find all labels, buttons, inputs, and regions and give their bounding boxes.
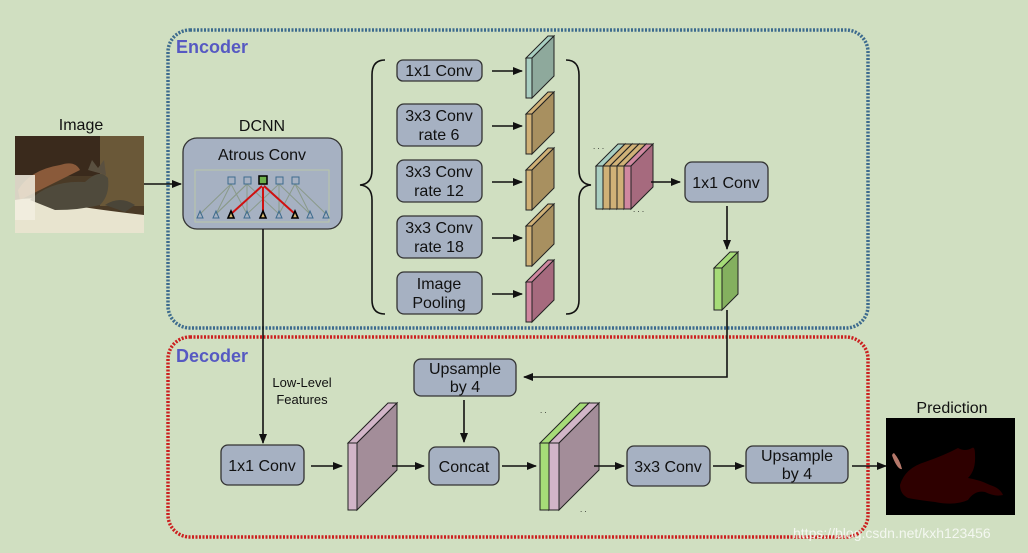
low-level-feature-slab	[346, 401, 399, 512]
aspp-feature-1	[524, 90, 556, 156]
svg-text:Upsample: Upsample	[429, 361, 501, 378]
svg-text:3x3 Conv: 3x3 Conv	[405, 220, 473, 237]
svg-text:Image: Image	[417, 276, 462, 293]
aspp-feature-maps	[524, 34, 556, 324]
input-image-label: Image	[59, 117, 104, 134]
aspp-feature-4	[524, 258, 556, 324]
dcnn-label: DCNN	[239, 118, 285, 135]
svg-text:by 4: by 4	[782, 466, 812, 483]
concat-slice-4	[622, 142, 655, 211]
encoder-1x1-conv: 1x1 Conv	[684, 161, 769, 203]
dots-top: . . .	[593, 142, 604, 151]
encoder-to-upsample-arrow	[523, 310, 728, 381]
encoder-output-slab	[712, 250, 740, 312]
decoder-low-level-feature	[346, 401, 399, 512]
encoder-region	[166, 28, 870, 330]
aspp-branch-image-pooling: Image Pooling	[396, 271, 523, 315]
aspp-branch-1x1: 1x1 Conv	[396, 59, 523, 82]
svg-text:Upsample: Upsample	[761, 448, 833, 465]
dots-concat-top: . .	[540, 406, 547, 415]
svg-text:rate 12: rate 12	[414, 183, 464, 200]
decoder-concat: Concat	[428, 446, 500, 486]
svg-text:rate 6: rate 6	[419, 127, 460, 144]
low-level-label-2: Features	[276, 392, 328, 407]
decoder-region	[166, 335, 870, 539]
right-brace	[565, 59, 592, 315]
svg-text:1x1 Conv: 1x1 Conv	[692, 175, 760, 192]
input-image	[15, 136, 144, 233]
aspp-feature-3	[524, 202, 556, 268]
svg-text:3x3 Conv: 3x3 Conv	[634, 459, 702, 476]
svg-text:3x3 Conv: 3x3 Conv	[405, 164, 473, 181]
aspp-concat-feature-stack	[594, 142, 655, 211]
low-level-label-1: Low-Level	[272, 375, 331, 390]
decoder-label: Decoder	[176, 346, 248, 366]
dots-concat-bottom: . .	[580, 505, 587, 514]
aspp-branch-rate6: 3x3 Conv rate 6	[396, 103, 523, 147]
aspp-feature-0	[524, 34, 556, 100]
decoder-upsample-2: Upsample by 4	[745, 445, 849, 484]
decoder-upsample-1: Upsample by 4	[413, 358, 517, 397]
svg-text:Pooling: Pooling	[412, 295, 465, 312]
encoder-label: Encoder	[176, 37, 248, 57]
atrous-conv-illustration	[194, 169, 330, 223]
encoder-output-feature	[712, 250, 740, 312]
decoder-3x3-conv: 3x3 Conv	[626, 445, 711, 487]
aspp-feature-2	[524, 146, 556, 212]
svg-text:1x1 Conv: 1x1 Conv	[228, 458, 296, 475]
watermark: https://blog.csdn.net/kxh123456	[793, 525, 991, 541]
aspp-branch-rate12: 3x3 Conv rate 12	[396, 159, 523, 203]
aspp-branch-rate18: 3x3 Conv rate 18	[396, 215, 523, 259]
svg-text:by 4: by 4	[450, 379, 480, 396]
concat-pink-slab	[547, 401, 601, 512]
dots-bottom: . . .	[633, 205, 644, 214]
decoder-1x1-conv: 1x1 Conv	[220, 444, 305, 486]
svg-text:3x3 Conv: 3x3 Conv	[405, 108, 473, 125]
svg-text:Concat: Concat	[439, 459, 490, 476]
atrous-conv-label: Atrous Conv	[218, 147, 306, 164]
decoder-concat-feature	[538, 401, 601, 512]
prediction-mask	[886, 418, 1015, 515]
prediction-label: Prediction	[916, 400, 987, 417]
svg-text:1x1 Conv: 1x1 Conv	[405, 63, 473, 80]
left-brace	[359, 59, 386, 315]
svg-text:rate 18: rate 18	[414, 239, 464, 256]
